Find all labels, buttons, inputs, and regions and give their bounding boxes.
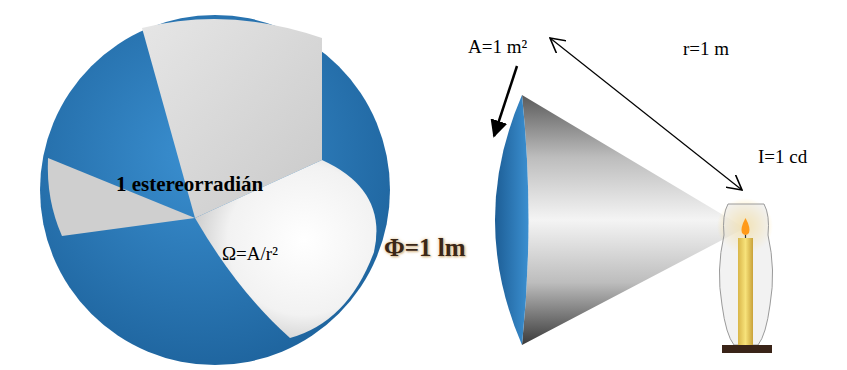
flame <box>741 218 749 235</box>
spherical-cap <box>495 95 529 345</box>
radius-label: r=1 m <box>683 38 729 60</box>
lamp-base <box>722 345 772 353</box>
sphere <box>40 15 390 365</box>
cut-face <box>48 158 195 236</box>
steradian-label: 1 estereorradián <box>116 172 263 196</box>
lamp-glass <box>719 204 772 345</box>
solid-angle-formula: Ω=A/r² <box>222 243 278 265</box>
candle <box>738 238 753 345</box>
cone <box>522 95 745 345</box>
intensity-label: I=1 cd <box>758 146 807 168</box>
leader-arrow <box>494 66 517 136</box>
area-label: A=1 m² <box>468 36 527 58</box>
flux-label: Φ=1 lm <box>384 234 466 263</box>
radius-arrow <box>550 38 742 190</box>
